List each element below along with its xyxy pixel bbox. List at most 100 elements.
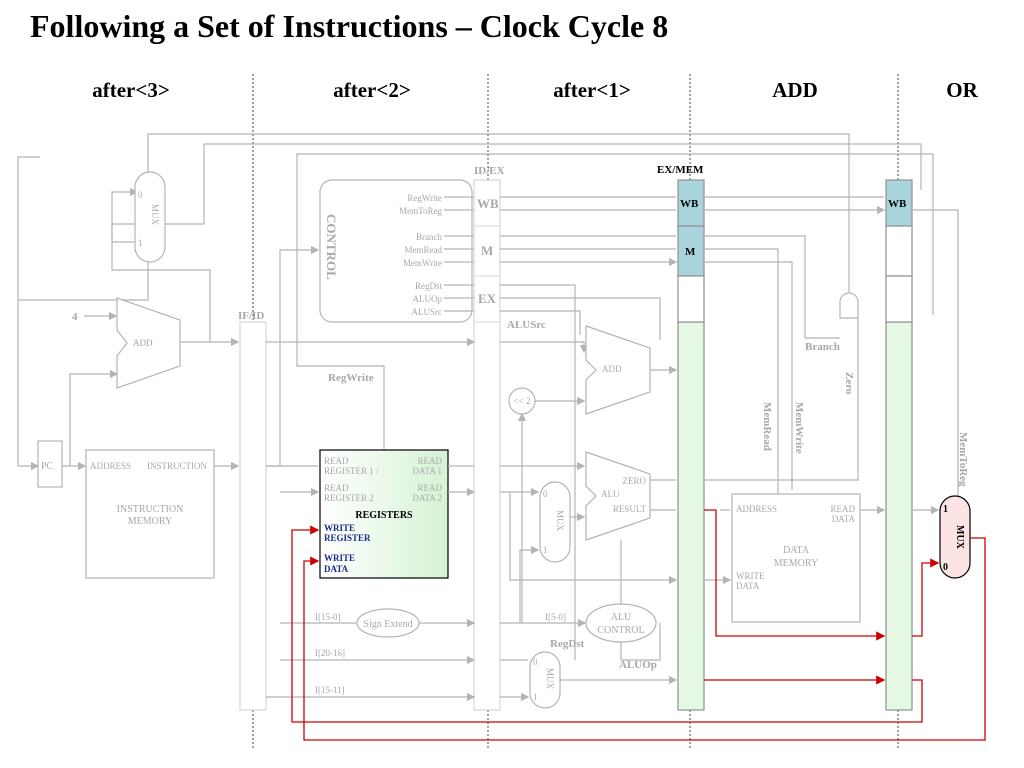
wb-mux-in0: 0 xyxy=(943,562,948,573)
regdst-mux-in0: 0 xyxy=(533,657,538,667)
regdst-mux-label: MUX xyxy=(545,668,555,690)
ctrl-sig-regwrite: RegWrite xyxy=(407,193,442,203)
id-ex-ex-field: EX xyxy=(478,291,497,306)
mem-wb-wb-field: WB xyxy=(888,198,907,210)
pc-adder: ADD xyxy=(116,297,181,389)
stage-label-ex: after<1> xyxy=(553,78,631,102)
id-ex-wb-field: WB xyxy=(477,196,499,211)
imem-address-label: ADDRESS xyxy=(90,461,131,471)
pc-adder-label: ADD xyxy=(133,338,153,348)
regwrite-label: RegWrite xyxy=(328,372,374,384)
branch-and-gate xyxy=(839,292,859,319)
sign-extend-unit: Sign Extend xyxy=(356,608,420,638)
ex-mem-label: EX/MEM xyxy=(657,164,704,176)
stage-label-id: after<2> xyxy=(333,78,411,102)
ex-mem-pipeline-register: EX/MEM WB M xyxy=(657,164,705,711)
alu-src-mux: 0 1 MUX xyxy=(539,481,571,563)
rf-read-reg1-b: REGISTER 1 / xyxy=(324,466,379,476)
branch-adder: ADD xyxy=(585,325,651,415)
pc-mux-in0: 0 xyxy=(138,190,143,200)
memtoreg-label: MemToReg xyxy=(957,432,969,487)
rf-read-data2-a: READ xyxy=(418,483,443,493)
aluop-label: ALUOp xyxy=(619,659,657,671)
alu-mux-in0: 0 xyxy=(543,489,548,499)
rf-read-reg1-a: READ xyxy=(324,456,349,466)
control-unit: CONTROL RegWrite MemToReg Branch MemRead… xyxy=(319,179,474,323)
register-file: READ REGISTER 1 / READ REGISTER 2 READ D… xyxy=(319,449,449,579)
write-back-mux: 1 0 MUX xyxy=(939,495,971,579)
constant-four: 4 xyxy=(72,311,78,323)
dmem-read-data-a: READ xyxy=(831,504,856,514)
rf-read-reg2-b: REGISTER 2 xyxy=(324,493,374,503)
dmem-write-data-b: DATA xyxy=(736,581,760,591)
alu-control-line2: CONTROL xyxy=(597,625,644,636)
reg-dst-mux: 0 1 MUX xyxy=(529,651,561,709)
alu-mux-label: MUX xyxy=(555,510,565,532)
dmem-read-data-b: DATA xyxy=(832,514,856,524)
dmem-write-data-a: WRITE xyxy=(736,571,765,581)
dmem-name-line1: DATA xyxy=(783,545,810,556)
zero-label: Zero xyxy=(843,372,855,395)
if-id-label: IF/ID xyxy=(238,310,264,322)
shift-left-label: << 2 xyxy=(514,396,531,406)
branch-label: Branch xyxy=(805,341,840,353)
mem-wb-pipeline-register: WB xyxy=(885,179,913,711)
id-ex-m-field: M xyxy=(481,243,493,258)
memwrite-label: MemWrite xyxy=(793,402,805,454)
ctrl-sig-memtoreg: MemToReg xyxy=(399,206,442,216)
id-ex-pipeline-register: ID/EX WB M EX xyxy=(473,165,505,711)
if-id-pipeline-register xyxy=(239,321,267,711)
alu-result-label: RESULT xyxy=(613,504,647,514)
ctrl-sig-aluop: ALUOp xyxy=(413,294,443,304)
alu-control-line1: ALU xyxy=(611,612,632,623)
imem-instruction-label: INSTRUCTION xyxy=(147,461,207,471)
slide-title: Following a Set of Instructions – Clock … xyxy=(30,8,669,44)
imem-name-line2: MEMORY xyxy=(128,516,172,527)
regdst-label: RegDst xyxy=(550,638,585,650)
pc-source-mux: 0 1 MUX xyxy=(134,171,166,263)
stage-label-if: after<3> xyxy=(92,78,170,102)
field-rt: I[20-16] xyxy=(315,648,345,658)
instruction-memory: ADDRESS INSTRUCTION INSTRUCTION MEMORY xyxy=(85,449,215,579)
stage-label-wb: OR xyxy=(946,78,978,102)
memread-label: MemRead xyxy=(761,402,773,451)
pc-label: PC xyxy=(41,461,54,472)
rf-write-data-a: WRITE xyxy=(324,553,355,563)
ctrl-sig-regdst: RegDst xyxy=(415,281,442,291)
id-ex-label: ID/EX xyxy=(474,165,505,177)
ctrl-sig-branch: Branch xyxy=(416,232,442,242)
alu-label: ALU xyxy=(601,489,620,499)
rf-read-data2-b: DATA 2 xyxy=(412,493,442,503)
alu-control-unit: ALU CONTROL xyxy=(585,603,657,643)
shift-left-2: << 2 xyxy=(508,387,536,415)
pc-register xyxy=(37,440,63,488)
alusrc-label: ALUSrc xyxy=(507,319,546,331)
rf-write-reg-b: REGISTER xyxy=(324,533,371,543)
field-rd: I[15-11] xyxy=(315,685,345,695)
sign-extend-label: Sign Extend xyxy=(363,619,412,630)
rf-read-data1-a: READ xyxy=(418,456,443,466)
stage-label-mem: ADD xyxy=(772,78,818,102)
rf-write-reg-a: WRITE xyxy=(324,523,355,533)
rf-write-data-b: DATA xyxy=(324,564,349,574)
alu-mux-in1: 1 xyxy=(543,545,548,555)
field-imm: I[15-0] xyxy=(315,612,341,622)
branch-adder-label: ADD xyxy=(602,364,622,374)
ctrl-sig-memwrite: MemWrite xyxy=(403,258,442,268)
rf-name: REGISTERS xyxy=(355,510,413,521)
ctrl-sig-memread: MemRead xyxy=(405,245,443,255)
data-memory: ADDRESS READ DATA WRITE DATA DATA MEMORY xyxy=(731,493,861,623)
pc-mux-in1: 1 xyxy=(138,238,143,248)
wb-mux-label: MUX xyxy=(954,525,965,550)
dmem-name-line2: MEMORY xyxy=(774,558,818,569)
field-alu-ctrl-in: I[5-0] xyxy=(545,612,566,622)
alu: ALU ZERO RESULT xyxy=(585,451,651,541)
pc-mux-label: MUX xyxy=(150,204,160,226)
active-data-paths xyxy=(291,509,986,741)
control-label: CONTROL xyxy=(324,214,339,280)
ex-mem-m-field: M xyxy=(685,246,696,258)
ex-mem-wb-field: WB xyxy=(680,198,699,210)
imem-name-line1: INSTRUCTION xyxy=(117,504,184,515)
dmem-address-label: ADDRESS xyxy=(736,504,777,514)
